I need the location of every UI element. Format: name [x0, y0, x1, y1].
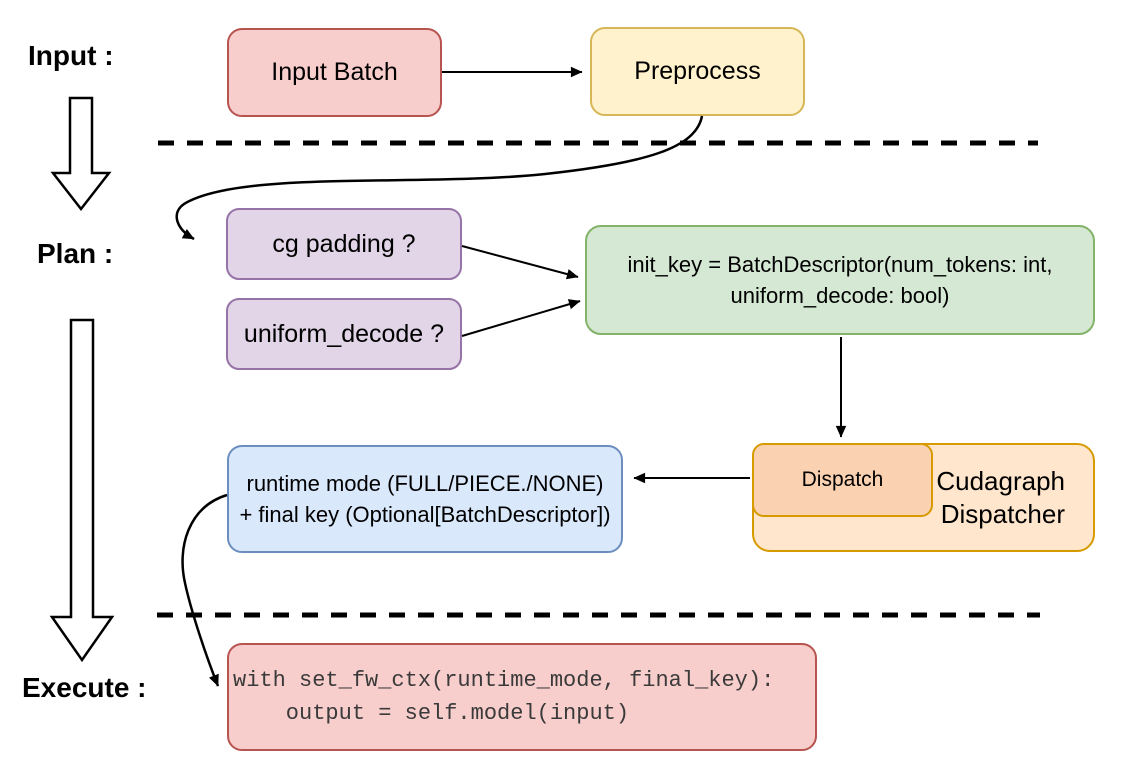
execute-code-node: with set_fw_ctx(runtime_mode, final_key)… — [227, 643, 817, 751]
preprocess-label: Preprocess — [634, 57, 761, 85]
dispatch-label: Dispatch — [801, 468, 884, 491]
plan-stage-label: Plan : — [37, 238, 114, 269]
edge-runtimemode-to-executecode — [181, 493, 228, 687]
edge-uniformdecode-to-initkey — [461, 299, 581, 337]
input-stage-label: Input : — [28, 40, 114, 71]
dispatch-node: Dispatch — [752, 443, 933, 517]
edge-cgpadding-to-initkey — [461, 245, 579, 280]
cg-padding-node: cg padding ? — [226, 208, 462, 280]
execute-stage-label: Execute : — [22, 672, 147, 703]
cudagraph-dispatcher-line2: Dispatcher — [940, 498, 1065, 529]
uniform-decode-node: uniform_decode ? — [226, 298, 462, 370]
cudagraph-dispatcher-line1: Cudagraph — [936, 465, 1065, 496]
input-batch-node: Input Batch — [227, 28, 442, 117]
runtime-mode-line1: runtime mode (FULL/PIECE./NONE) — [246, 471, 604, 496]
uniform-decode-label: uniform_decode ? — [243, 319, 445, 348]
init-key-line1: init_key = BatchDescriptor(num_tokens: i… — [627, 252, 1053, 277]
input-batch-label: Input Batch — [271, 58, 398, 86]
plan-down-arrow-icon — [49, 318, 115, 663]
cg-padding-label: cg padding ? — [272, 229, 416, 258]
input-down-arrow-icon — [50, 96, 112, 212]
execute-code-line2: output = self.model(input) — [233, 701, 630, 726]
init-key-node: init_key = BatchDescriptor(num_tokens: i… — [585, 225, 1095, 335]
preprocess-node: Preprocess — [590, 27, 805, 116]
runtime-mode-node: runtime mode (FULL/PIECE./NONE) + final … — [227, 445, 623, 553]
init-key-line2: uniform_decode: bool) — [730, 283, 950, 308]
execute-code-line1: with set_fw_ctx(runtime_mode, final_key)… — [233, 668, 775, 693]
runtime-mode-line2: + final key (Optional[BatchDescriptor]) — [239, 502, 611, 527]
